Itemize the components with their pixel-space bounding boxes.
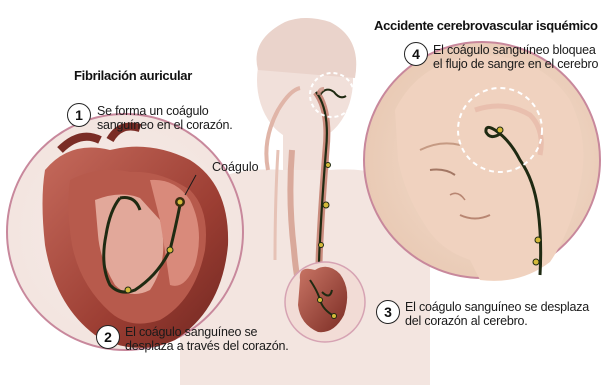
title-ischemic-stroke: Accidente cerebrovascular isquémico <box>374 18 598 33</box>
step-1-line1: Se forma un coágulo <box>97 104 233 118</box>
step-1-text: Se forma un coágulo sanguíneo en el cora… <box>97 104 233 132</box>
step-4-badge: 4 <box>404 42 428 66</box>
step-2-line2: desplaza a través del corazón. <box>125 339 289 353</box>
step-4-line1: El coágulo sanguíneo bloquea <box>433 43 598 57</box>
step-2-text: El coágulo sanguíneo se desplaza a travé… <box>125 325 289 353</box>
step-3-line1: El coágulo sanguíneo se desplaza <box>405 300 589 314</box>
step-3-badge: 3 <box>376 300 400 324</box>
step-4-line2: el flujo de sangre en el cerebro <box>433 57 598 71</box>
head-circle <box>364 42 600 281</box>
step-2-line1: El coágulo sanguíneo se <box>125 325 289 339</box>
step-4-text: El coágulo sanguíneo bloquea el flujo de… <box>433 43 598 71</box>
step-3-text: El coágulo sanguíneo se desplaza del cor… <box>405 300 589 328</box>
step-3-line2: del corazón al cerebro. <box>405 314 589 328</box>
step-1-badge: 1 <box>67 103 91 127</box>
step-2-badge: 2 <box>96 325 120 349</box>
clot-label: Coágulo <box>212 160 259 174</box>
small-heart-circle <box>285 262 365 342</box>
heart-circle <box>7 114 243 350</box>
step-1-line2: sanguíneo en el corazón. <box>97 118 233 132</box>
title-atrial-fibrillation: Fibrilación auricular <box>74 68 192 83</box>
